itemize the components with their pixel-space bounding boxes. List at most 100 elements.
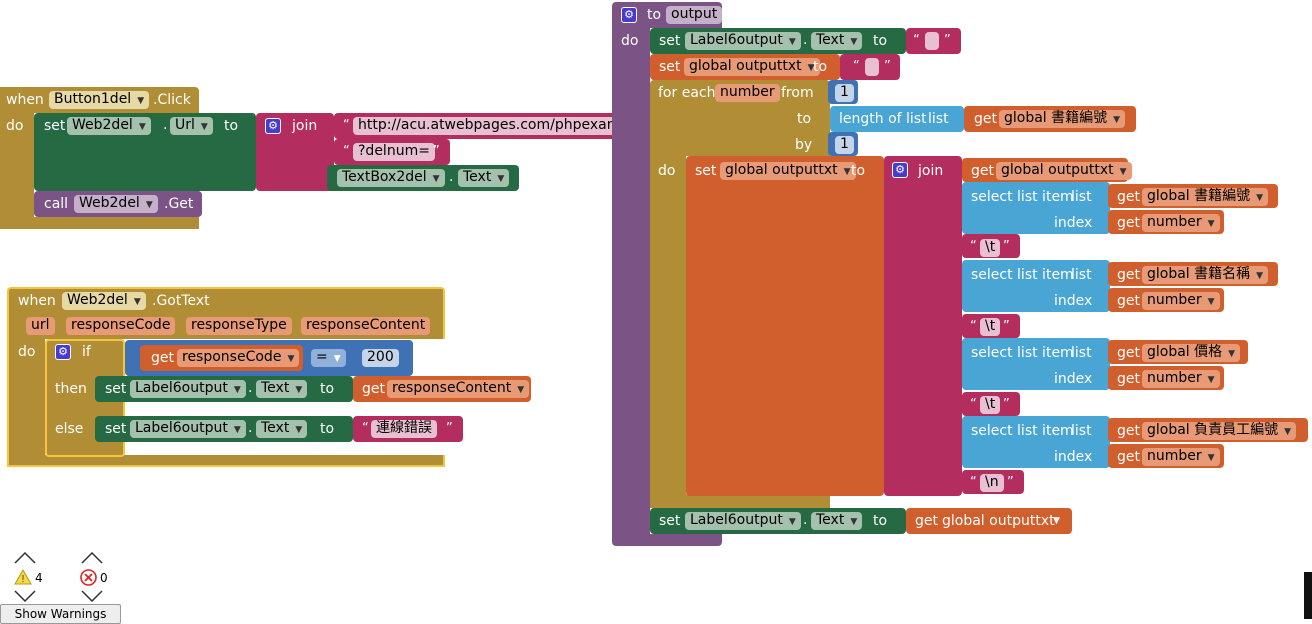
get-method-label: .Get [164, 196, 194, 212]
web2del-dropdown[interactable]: Web2del▼ [67, 117, 151, 135]
to-label: to [647, 7, 662, 23]
global-outputtxt-dropdown[interactable]: global outputtxt▼ [720, 162, 856, 180]
list-label: list [1071, 423, 1092, 439]
gear-icon[interactable]: ⚙ [55, 344, 71, 360]
get-label: get [362, 381, 385, 397]
label6output-dropdown[interactable]: Label6output▼ [130, 420, 246, 438]
text-dropdown[interactable]: Text▼ [811, 32, 863, 50]
list-label: list [1071, 345, 1092, 361]
call-web2del-dropdown[interactable]: Web2del▼ [74, 195, 158, 213]
number-dropdown[interactable]: number▼ [1142, 448, 1220, 466]
when-label: when [18, 293, 56, 309]
text-dropdown[interactable]: Text▼ [458, 169, 510, 187]
gear-icon[interactable]: ⚙ [892, 162, 908, 178]
gear-icon[interactable]: ⚙ [265, 118, 281, 134]
param-responsetype[interactable]: responseType [186, 317, 292, 335]
url-dropdown[interactable]: Url▼ [170, 117, 213, 135]
get-global-outputtxt-block[interactable] [906, 508, 1072, 534]
foreach-label: for each [658, 85, 716, 101]
set-label: set [659, 33, 681, 49]
chevron-down-icon[interactable]: ▼ [1053, 516, 1060, 526]
param-responsecontent[interactable]: responseContent [301, 317, 431, 335]
then-label: then [55, 381, 87, 397]
empty-string-field[interactable] [865, 58, 879, 76]
global-price-dropdown[interactable]: global 價格▼ [1142, 344, 1241, 362]
delnum-string-field[interactable]: ?delnum= [353, 143, 435, 161]
number-dropdown[interactable]: number▼ [1142, 214, 1220, 232]
set-label: set [695, 163, 717, 179]
arrow-down-icon[interactable] [81, 590, 103, 602]
arrow-up-icon[interactable] [14, 552, 36, 564]
error-string-field[interactable]: 連線錯誤 [371, 420, 437, 438]
text-dropdown[interactable]: Text▼ [811, 512, 863, 530]
button1del-dropdown[interactable]: Button1del▼ [49, 91, 150, 109]
by-value-field[interactable]: 1 [835, 136, 854, 154]
join-label: join [292, 118, 318, 134]
number-dropdown[interactable]: number▼ [1142, 292, 1220, 310]
get-label: get [974, 111, 997, 127]
dot-label: . [449, 169, 454, 185]
list-label: list [1071, 189, 1092, 205]
web2del-dropdown[interactable]: Web2del▼ [62, 292, 146, 310]
from-value-field[interactable]: 1 [835, 84, 854, 102]
select-list-item-block[interactable] [962, 416, 1110, 468]
set-global-outputtxt-join-block[interactable] [686, 156, 884, 496]
global-name-dropdown[interactable]: global 書籍名稱▼ [1142, 266, 1269, 284]
empty-string-field[interactable] [925, 32, 939, 50]
proc-name-field[interactable]: output [666, 6, 723, 24]
gear-icon[interactable]: ⚙ [621, 7, 637, 23]
dot-label: . [803, 32, 808, 48]
get-label: get [1117, 215, 1140, 231]
tab-string-field[interactable]: \t [980, 239, 1001, 257]
label6output-dropdown[interactable]: Label6output▼ [685, 512, 801, 530]
responsecode-dropdown[interactable]: responseCode▼ [177, 349, 300, 367]
show-warnings-button[interactable]: Show Warnings [0, 604, 121, 624]
param-url[interactable]: url [26, 317, 55, 335]
tab-string-field[interactable]: \t [980, 318, 1001, 336]
select-list-item-block[interactable] [962, 182, 1110, 234]
length-of-list-block[interactable] [830, 106, 964, 132]
global-outputtxt-label: global outputtxt [942, 513, 1055, 529]
select-list-item-block[interactable] [962, 260, 1110, 312]
error-icon [80, 569, 97, 586]
tab-string-field[interactable]: \t [980, 396, 1001, 414]
textbox2del-dropdown[interactable]: TextBox2del▼ [337, 169, 445, 187]
label6output-dropdown[interactable]: Label6output▼ [130, 380, 246, 398]
text-dropdown[interactable]: Text▼ [256, 380, 308, 398]
set-label: set [105, 421, 127, 437]
warning-icon: ! [14, 569, 32, 585]
do-label: do [6, 118, 24, 134]
error-count: 0 [100, 571, 108, 585]
scrollbar-thumb[interactable] [1304, 572, 1312, 619]
open-quote: “ [362, 421, 369, 436]
label6output-dropdown[interactable]: Label6output▼ [685, 32, 801, 50]
close-quote: ” [884, 59, 891, 74]
newline-string-field[interactable]: \n [980, 474, 1004, 492]
index-label: index [1054, 371, 1093, 387]
global-staff-dropdown[interactable]: global 負責員工編號▼ [1142, 422, 1297, 440]
event-side [0, 113, 34, 219]
num-200-field[interactable]: 200 [362, 349, 399, 367]
index-label: index [1054, 215, 1093, 231]
param-responsecode[interactable]: responseCode [66, 317, 176, 335]
to-label: to [873, 33, 888, 49]
join-block[interactable] [884, 156, 962, 496]
global-id-dropdown[interactable]: global 書籍編號▼ [999, 110, 1126, 128]
equals-dropdown[interactable]: =▼ [311, 349, 346, 367]
text-dropdown[interactable]: Text▼ [256, 420, 308, 438]
arrow-down-icon[interactable] [14, 590, 36, 602]
responsecontent-dropdown[interactable]: responseContent▼ [387, 380, 530, 398]
get-label: get [1117, 371, 1140, 387]
open-quote: “ [970, 475, 977, 490]
number-var-field[interactable]: number [715, 84, 780, 102]
global-outputtxt-dropdown[interactable]: global outputtxt▼ [684, 58, 820, 76]
global-id-dropdown[interactable]: global 書籍編號▼ [1142, 188, 1269, 206]
number-dropdown[interactable]: number▼ [1142, 370, 1220, 388]
to-label: to [813, 59, 828, 75]
proc-footer [612, 534, 722, 546]
get-label: get [1117, 345, 1140, 361]
select-list-item-block[interactable] [962, 338, 1110, 390]
arrow-up-icon[interactable] [81, 552, 103, 564]
get-label: get [915, 513, 938, 529]
global-outputtxt-dropdown[interactable]: global outputtxt▼ [996, 162, 1132, 180]
